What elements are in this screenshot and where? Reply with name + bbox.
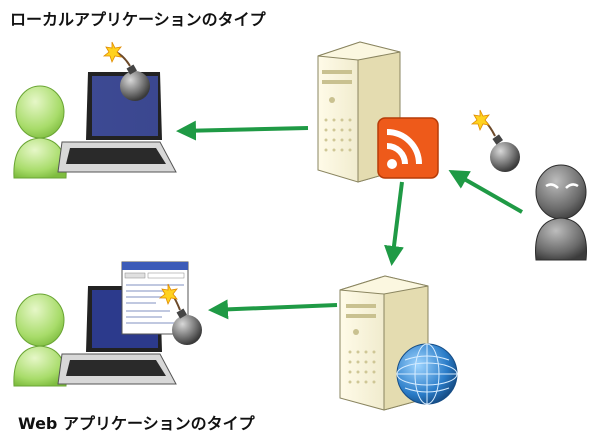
arrow-feed-to-web: [384, 181, 404, 266]
bomb-icon: [158, 283, 202, 345]
arrow-web-to-browser: [208, 299, 338, 320]
attacker-figure-icon: [535, 164, 587, 261]
arrows: [176, 120, 523, 320]
laptop-icon: [57, 72, 177, 173]
bomb-icon: [102, 41, 150, 101]
user-figure-icon: [13, 85, 67, 179]
bomb-icon: [470, 109, 520, 172]
arrow-attacker-to-feed: [448, 170, 523, 214]
rss-icon: [377, 117, 439, 179]
user-figure-icon: [13, 293, 67, 387]
web-app-type-title: Web アプリケーションのタイプ: [18, 414, 255, 433]
local-app-type-title: ローカルアプリケーションのタイプ: [10, 10, 266, 29]
arrow-feed-to-local: [176, 120, 309, 141]
globe-icon: [396, 343, 458, 405]
